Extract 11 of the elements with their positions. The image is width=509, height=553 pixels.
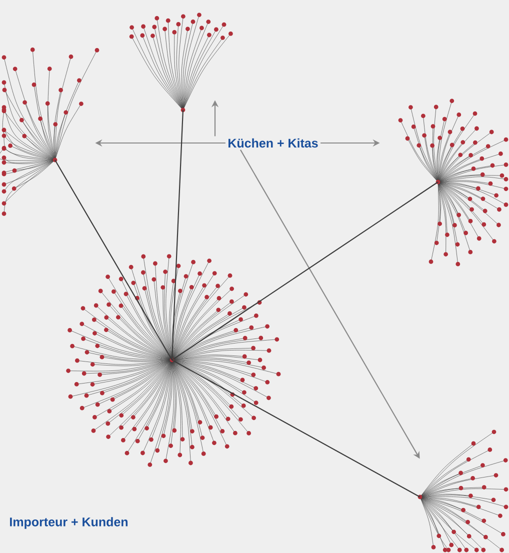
network-cluster-drawing [66, 254, 281, 467]
link-line [172, 360, 420, 498]
group-label: Importeur + Kunden [10, 517, 128, 529]
callout-label: Küchen + Kitas [226, 136, 320, 150]
link-line [54, 160, 172, 360]
network-cluster-drawing [129, 12, 233, 112]
network-cluster-drawing [418, 430, 508, 552]
network-cluster-drawing [0, 48, 100, 216]
network-cluster-drawing [398, 98, 508, 266]
link-line [171, 110, 184, 360]
link-line [172, 182, 438, 360]
